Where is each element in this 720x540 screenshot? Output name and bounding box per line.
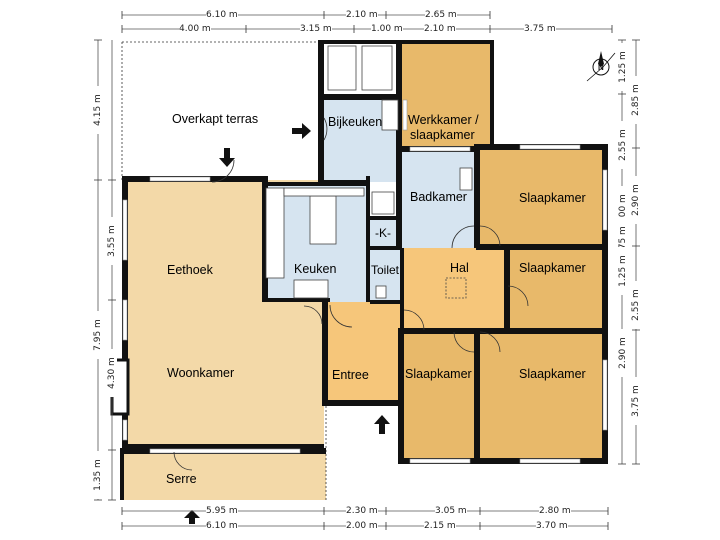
dim-bottom2-0: 6.10 m [206, 521, 238, 531]
stair [361, 45, 393, 91]
kitchen-counter-top [283, 187, 365, 197]
hal-hatch [445, 277, 467, 299]
dim-bottom2-1: 2.00 m [346, 521, 378, 531]
dim-bottom1-1: 2.30 m [346, 506, 378, 516]
dim-top1-2: 2.65 m [425, 10, 457, 20]
dim-left1-0: 4.15 m [93, 86, 103, 134]
bijkeuken-cabinet [381, 99, 399, 131]
dim-top2-2: 1.00 m [371, 24, 403, 34]
label-badkamer: Badkamer [410, 190, 467, 204]
label-bijkeuken: Bijkeuken [328, 115, 383, 129]
label-k: -K- [375, 226, 391, 240]
label-hal: Hal [450, 261, 469, 275]
arrow-bottom-up [184, 510, 200, 524]
svg-text:N: N [598, 63, 604, 72]
dim-right-7: 2.55 m [631, 281, 641, 329]
entrance-arrows [184, 123, 390, 524]
fill-slaapkamer-s1 [402, 332, 476, 460]
bath-sink [459, 167, 473, 191]
windows [122, 99, 608, 464]
label-entree: Entree [332, 368, 369, 382]
label-keuken: Keuken [294, 262, 337, 276]
fill-slaapkamer-ne [476, 148, 606, 246]
dim-bottom1-2: 3.05 m [435, 506, 467, 516]
dim-bottom2-2: 2.15 m [424, 521, 456, 531]
dim-top2-4: 3.75 m [524, 24, 556, 34]
label-slaapkamer-ne: Slaapkamer [519, 191, 586, 205]
kitchen-counter-bottom [293, 279, 329, 299]
dim-top2-0: 4.00 m [179, 24, 211, 34]
fill-badkamer [402, 150, 476, 248]
label-woonkamer: Woonkamer [167, 366, 235, 380]
arrow-entree-up [374, 415, 390, 434]
label-werkkamer-2: slaapkamer [410, 128, 475, 142]
dim-right-8: 2.90 m [618, 329, 628, 377]
dim-bottom2-3: 3.70 m [536, 521, 568, 531]
fill-serre [122, 452, 326, 500]
label-toilet: Toilet [371, 263, 400, 277]
dim-top2-3: 2.10 m [424, 24, 456, 34]
fill-werkkamer [400, 42, 492, 150]
fill-hal [402, 248, 506, 330]
dim-bottom1-0: 5.95 m [206, 506, 238, 516]
fill-slaapkamer-s2 [476, 332, 606, 460]
dim-left2-1: 4.30 m [107, 349, 117, 397]
arrow-terrace-right [292, 123, 311, 139]
bijkeuken-unit [327, 45, 357, 91]
label-slaapkamer-s1: Slaapkamer [405, 367, 472, 381]
fill-slaapkamer-e [506, 246, 606, 332]
toilet-bowl [375, 285, 387, 299]
label-werkkamer-1: Werkkamer / [408, 113, 479, 127]
dim-right-6: 1.25 m [618, 247, 628, 295]
kitchen-island [309, 195, 337, 245]
label-serre: Serre [166, 472, 197, 486]
dim-top1-1: 2.10 m [346, 10, 378, 20]
label-slaapkamer-e: Slaapkamer [519, 261, 586, 275]
doors [173, 117, 529, 471]
dim-left2-2: 1.35 m [93, 451, 103, 499]
compass-icon: N [586, 51, 616, 82]
dim-left1-1: 7.95 m [93, 311, 103, 359]
dim-left2-0: 3.55 m [107, 217, 117, 265]
dim-right-1: 2.85 m [631, 76, 641, 124]
fixtures [265, 45, 473, 299]
washer [371, 191, 395, 215]
fill-entree [326, 302, 402, 402]
label-terras: Overkapt terras [172, 112, 259, 126]
dim-right-2: 2.55 m [618, 121, 628, 169]
kitchen-counter-left [265, 187, 285, 279]
dim-bottom1-3: 2.80 m [539, 506, 571, 516]
arrow-terrace-down [219, 148, 235, 167]
dim-right-3: 2.90 m [631, 176, 641, 224]
label-eethoek: Eethoek [167, 263, 213, 277]
dim-right-9: 3.75 m [631, 377, 641, 425]
dim-top1-0: 6.10 m [206, 10, 238, 20]
dim-right-0: 1.25 m [618, 43, 628, 91]
label-slaapkamer-s2: Slaapkamer [519, 367, 586, 381]
dim-top2-1: 3.15 m [300, 24, 332, 34]
